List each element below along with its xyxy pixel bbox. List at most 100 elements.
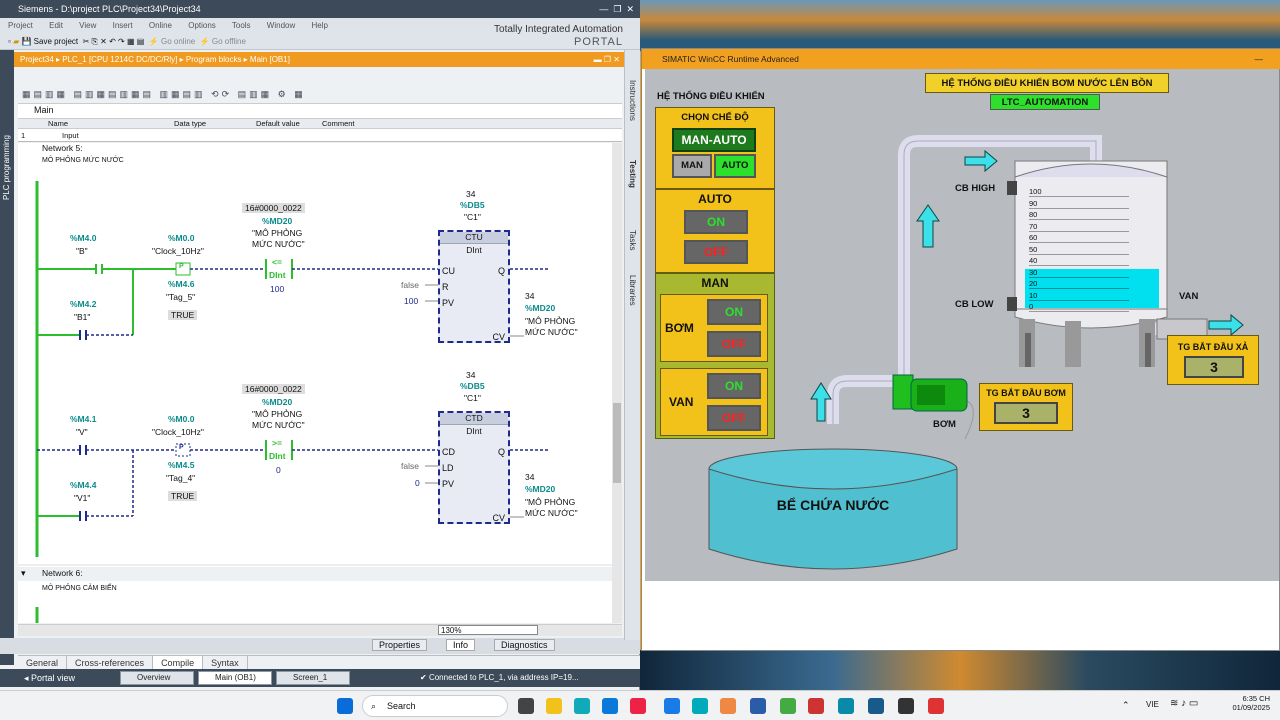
zoom-select[interactable]: 130% [438, 625, 538, 635]
diagnostics-tab[interactable]: Diagnostics [494, 639, 555, 651]
valve-off-button[interactable]: OFF [707, 405, 761, 431]
app3-icon[interactable] [780, 698, 796, 714]
pump-off-button[interactable]: OFF [707, 331, 761, 357]
overview-tab[interactable]: Overview [120, 671, 194, 685]
language-indicator[interactable]: VIE [1146, 700, 1159, 709]
tab-cross-references[interactable]: Cross-references [67, 656, 154, 670]
editor-window-controls[interactable]: ▬ ❐ ✕ [593, 55, 620, 64]
menu-insert[interactable]: Insert [112, 21, 133, 30]
zalo-icon[interactable] [664, 698, 680, 714]
vertical-scrollbar[interactable] [612, 143, 622, 623]
app-icon[interactable] [692, 698, 708, 714]
r1-ctu-block[interactable]: CTU DInt CU R PV Q CV [438, 230, 510, 343]
menu-window[interactable]: Window [266, 21, 296, 30]
menu-project[interactable]: Project [8, 21, 33, 30]
plcsim-icon[interactable] [868, 698, 884, 714]
go-offline-label: Go offline [211, 37, 246, 46]
save-project-button[interactable]: 💾 Save project [21, 37, 79, 46]
tab-libraries[interactable]: Libraries [628, 275, 637, 306]
menu-online[interactable]: Online [148, 21, 172, 30]
ladder-tools-icon[interactable]: ▦▤▥▦ ▤▥▦▤▥▦▤ ▥▦▤▥ ⟲⟳ ▤▥▦ ⚙ ▦ [22, 89, 306, 99]
r2-ctd-block[interactable]: CTD DInt CD LD PV Q CV [438, 411, 510, 524]
menu-view[interactable]: View [79, 21, 97, 30]
tank-level-fill [1025, 268, 1159, 308]
valve-label: VAN [1179, 291, 1199, 302]
store-icon[interactable] [574, 698, 590, 714]
tab-general[interactable]: General [18, 656, 68, 670]
chrome-icon[interactable] [630, 698, 646, 714]
tab-testing[interactable]: Testing [628, 160, 637, 188]
explorer-icon[interactable] [546, 698, 562, 714]
copy-icon[interactable]: ⎘ [91, 37, 98, 46]
cut-icon[interactable]: ✂ [82, 37, 90, 46]
auto-off-button[interactable]: OFF [684, 240, 748, 264]
pump-on-button[interactable]: ON [707, 299, 761, 325]
iface-row[interactable]: 1 Input [18, 131, 622, 141]
r1-cmp-operator[interactable]: <= [272, 257, 282, 267]
wincc-minimize[interactable]: — [1254, 54, 1264, 64]
cb-low-label: CB LOW [955, 299, 994, 310]
network-icon[interactable]: ≋ ♪ ▭ [1170, 698, 1199, 709]
mode-title: CHỌN CHẾ ĐỘ [681, 112, 749, 123]
search-icon: ⌕ [371, 701, 377, 711]
download-icon[interactable]: ▤ [136, 37, 145, 46]
drain-timer-field[interactable]: 3 [1184, 356, 1244, 378]
auto-indicator: AUTO [714, 154, 756, 178]
r1-pin-q: Q [497, 266, 505, 276]
drain-timer-title: TG BẮT ĐẦU XẢ [1177, 342, 1249, 352]
menu-tools[interactable]: Tools [231, 21, 251, 30]
auto-on-button[interactable]: ON [684, 210, 748, 234]
breadcrumb: Project34 ▸ PLC_1 [CPU 1214C DC/DC/Rly] … [14, 52, 624, 67]
network6-header[interactable]: ▾ Network 6: [18, 567, 612, 581]
r1-ptrig-symbol[interactable]: P [179, 263, 184, 270]
portal-view-button[interactable]: ◂ Portal view [24, 673, 76, 683]
tank-scale-tick: 40 [1029, 256, 1129, 266]
network5-title: Network 5: [42, 143, 83, 153]
properties-tab[interactable]: Properties [372, 639, 428, 651]
app2-icon[interactable] [720, 698, 736, 714]
r2-ptrig-symbol[interactable]: P [179, 444, 184, 451]
editor-toolbar-1 [14, 67, 624, 87]
tray-up-icon[interactable]: ⌃ [1122, 700, 1130, 710]
cb-high-label: CB HIGH [955, 183, 996, 194]
tank-scale-tick: 90 [1029, 199, 1129, 209]
start-icon[interactable] [337, 698, 353, 714]
redo-icon[interactable]: ↷ [118, 37, 125, 46]
word-icon[interactable] [750, 698, 766, 714]
window-controls[interactable]: — ❐ ✕ [599, 4, 634, 14]
menu-options[interactable]: Options [188, 21, 216, 30]
info-tab[interactable]: Info [446, 639, 476, 651]
pump-timer-field[interactable]: 3 [994, 402, 1058, 424]
open-icon[interactable]: ▰ [13, 37, 20, 46]
go-offline-button[interactable]: ⚡ Go offline [199, 37, 246, 46]
compile-icon[interactable]: ▦ [126, 37, 135, 46]
powerpoint-icon[interactable] [928, 698, 944, 714]
undo-icon[interactable]: ↶ [109, 37, 116, 46]
menu-help[interactable]: Help [311, 21, 328, 30]
task-view-icon[interactable] [518, 698, 534, 714]
r2-cmp-address: %MD20 [262, 397, 293, 407]
tab-compile[interactable]: Compile [153, 656, 204, 670]
go-online-button[interactable]: ⚡ Go online [148, 37, 196, 46]
collapse-icon[interactable]: ▾ [21, 568, 26, 578]
r1-pin-cv: CV [492, 332, 505, 342]
main-ob1-tab[interactable]: Main (OB1) [198, 671, 272, 685]
tia-icon[interactable] [838, 698, 854, 714]
delete-icon[interactable]: ✕ [100, 37, 107, 46]
edge-icon[interactable] [602, 698, 618, 714]
horizontal-scrollbar[interactable]: 130% [18, 624, 622, 636]
wincc-icon[interactable] [898, 698, 914, 714]
new-icon[interactable]: ▫ [8, 37, 11, 46]
man-auto-button[interactable]: MAN-AUTO [672, 128, 756, 152]
app4-icon[interactable] [808, 698, 824, 714]
tab-instructions[interactable]: Instructions [628, 80, 637, 121]
clock[interactable]: 6:35 CH 01/09/2025 [1226, 694, 1270, 712]
r2-cmp-operator[interactable]: >= [272, 438, 282, 448]
left-strip[interactable]: PLC programming [0, 50, 14, 665]
tab-syntax[interactable]: Syntax [203, 656, 248, 670]
valve-on-button[interactable]: ON [707, 373, 761, 399]
menu-edit[interactable]: Edit [49, 21, 63, 30]
search-box[interactable]: ⌕Search [362, 695, 508, 717]
tab-tasks[interactable]: Tasks [628, 230, 637, 251]
screen1-tab[interactable]: Screen_1 [276, 671, 350, 685]
